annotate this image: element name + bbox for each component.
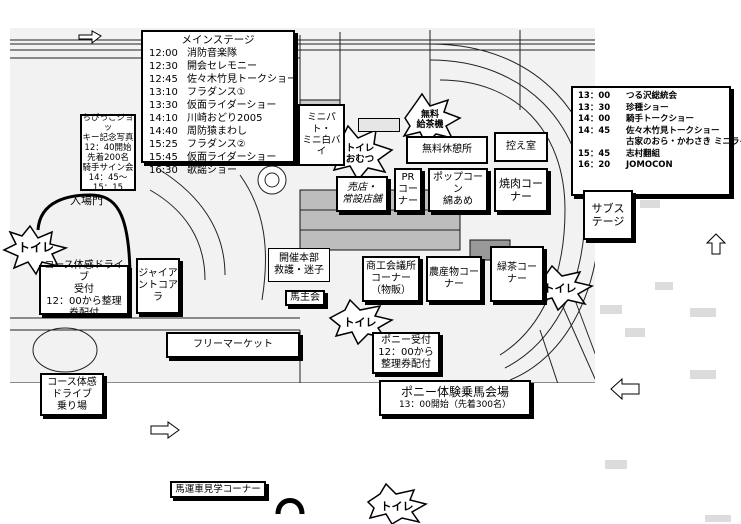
sub-stage-row: 16：20 JOMOCON — [578, 160, 724, 172]
sub-stage-time: 13：00 — [578, 91, 611, 101]
sub-stage-row: 14：00 騎手トークショー — [578, 114, 724, 126]
free-tea-label: 無料 給茶機 — [416, 110, 444, 130]
main-stage-time: 14:10 — [149, 113, 178, 124]
flea-market-box: フリーマーケット — [166, 332, 300, 358]
main-stage-row: 13:30 仮面ライダーショー — [149, 99, 287, 112]
toilet-label-right: トイレ — [543, 282, 577, 295]
pony-venue-box: ポニー体験乗馬会場 13：00開始（先着300名） — [379, 380, 531, 416]
main-stage-time: 15:25 — [149, 139, 178, 150]
arrow-up-icon — [706, 233, 726, 255]
course-drive-reception: コース体感ドライブ 受付 12：00から整理 券配付 — [39, 260, 129, 319]
toilet-omutsu-label: トイレ おむつ — [345, 143, 375, 165]
sub-stage-row: 古家のおら・かわさき ミニライブ — [578, 137, 741, 149]
toilet-label-bottom: トイレ — [380, 500, 414, 513]
free-rest-box: 無料休憩所 — [406, 136, 488, 164]
main-stage-row: 16:30 歌謡ショー — [149, 164, 287, 177]
main-stage-label: 周防猿まわし — [187, 126, 247, 137]
arch-icon — [275, 498, 305, 515]
main-stage-label: フラダンス② — [187, 139, 246, 150]
sub-stage-label: 志村翻組 — [626, 148, 661, 159]
sub-stage-label: JOMOCON — [626, 160, 673, 170]
main-stage-label: 川崎おどり2005 — [187, 113, 263, 124]
sub-stage-label: 珍種ショー — [626, 102, 669, 113]
pony-reception-box: ポニー受付 12：00から 整理券配付 — [372, 332, 440, 374]
main-stage-row: 12:45 佐々木竹見トークショー — [149, 73, 297, 86]
main-stage-time: 15:45 — [149, 152, 178, 163]
entrance-gate-arch — [36, 193, 132, 300]
arrow-right-icon — [150, 421, 180, 439]
main-stage-row: 12:30 開会セレモニー — [149, 60, 287, 73]
main-stage-row: 13:10 フラダンス① — [149, 86, 287, 99]
course-drive-ride-box: コース体感 ドライブ 乗り場 — [40, 373, 104, 416]
sub-stage-time: 16：20 — [578, 160, 611, 170]
sub-stage-time: 15：45 — [578, 148, 611, 159]
main-stage-time: 12:30 — [149, 61, 178, 72]
carriage-tour-box: 馬運車見学コーナー — [170, 481, 266, 498]
sub-stage-time: 14：00 — [578, 114, 611, 124]
shop-box: 売店・ 常設店舗 — [336, 176, 388, 212]
pony-venue-title: ポニー体験乗馬会場 — [400, 385, 509, 400]
main-stage-time: 14:40 — [149, 126, 178, 137]
popcorn-box: ポップコーン 綿あめ — [428, 168, 488, 212]
main-stage-schedule: メインステージ 12:00 消防音楽隊 12:30 開会セレモニー 12:45 佐々木竹見… — [141, 30, 297, 176]
main-stage-label: フラダンス① — [187, 87, 246, 98]
green-tea-box: 緑茶コー ナー — [490, 246, 544, 302]
main-stage-title: メインステージ — [181, 34, 255, 46]
chibikko-jockey-box: ちびっこジョッ キー記念写真 12：40開始 先着200名 騎手サイン会 14：… — [80, 113, 136, 193]
toilet-label-left: トイレ — [17, 240, 55, 255]
sub-stage-row: 13：30 珍種ショー — [578, 103, 724, 115]
toilet-label-center: トイレ — [343, 316, 377, 329]
main-stage-time: 16:30 — [149, 165, 178, 176]
pony-venue-sub: 13：00開始（先着300名） — [398, 399, 512, 410]
hq-box: 開催本部 救護・迷子 — [268, 248, 330, 282]
sub-stage-label: つる沢総統会 — [626, 91, 678, 101]
sub-stage-schedule: 13：00 つる沢総統会 13：30 珍種ショー 14：00 騎手トークショー 14：45 佐… — [571, 86, 741, 196]
sub-stage-time: 13：30 — [578, 102, 611, 113]
main-stage-label: 開会セレモニー — [187, 61, 257, 72]
free-tea-burst — [402, 92, 462, 146]
main-stage-time: 12:00 — [149, 48, 178, 59]
arrow-left-icon — [610, 378, 640, 400]
main-stage-row: 14:10 川崎おどり2005 — [149, 112, 287, 125]
nosanbutsu-box: 農産物コー ナー — [426, 256, 482, 302]
baba-kai-box: 馬主会 — [285, 290, 325, 306]
main-stage-row: 15:45 仮面ライダーショー — [149, 151, 287, 164]
sub-stage-label: 騎手トークショー — [626, 114, 695, 124]
entrance-gate-label: 入場門 — [70, 194, 103, 207]
sub-stage-label: 古家のおら・かわさき ミニライブ — [626, 137, 741, 147]
giant-tokoara-box: ジャイア ントコアラ — [136, 258, 180, 314]
building-strip-label — [358, 118, 400, 132]
sub-stage-row: 13：00 つる沢総統会 — [578, 91, 724, 103]
sub-stage-row: 15：45 志村翻組 — [578, 149, 724, 161]
waiting-room-box: 控え室 — [494, 132, 548, 162]
pr-corner-box: PR コー ナー — [394, 168, 422, 212]
arrow-up-right-icon — [78, 30, 102, 44]
main-stage-label: 仮面ライダーショー — [187, 152, 277, 163]
main-stage-label: 佐々木竹見トークショー — [187, 74, 297, 85]
toilet-burst-bottom — [366, 482, 428, 524]
main-stage-label: 歌謡ショー — [187, 165, 237, 176]
minipato-box: ミニパト・ ミニ白バ イ — [298, 104, 345, 166]
shoko-box: 商工会議所 コーナー （物販） — [362, 256, 420, 302]
yakiniku-box: 焼肉コー ナー — [494, 168, 548, 212]
main-stage-label: 仮面ライダーショー — [187, 100, 277, 111]
main-stage-time: 12:45 — [149, 74, 178, 85]
sub-stage-row: 14：45 佐々木竹見トークショー — [578, 126, 724, 138]
main-stage-row: 12:00 消防音楽隊 — [149, 47, 287, 60]
toilet-omutsu-burst — [328, 124, 394, 182]
sub-stage-label: 佐々木竹見トークショー — [626, 125, 720, 136]
sub-stage-rows: 13：00 つる沢総統会 13：30 珍種ショー 14：00 騎手トークショー 14：45 佐… — [578, 91, 741, 172]
main-stage-time: 13:30 — [149, 100, 178, 111]
main-stage-row: 14:40 周防猿まわし — [149, 125, 287, 138]
sub-stage-time: 14：45 — [578, 125, 611, 136]
main-stage-row: 15:25 フラダンス② — [149, 138, 287, 151]
sub-stage-box: サブス テージ — [583, 190, 633, 240]
main-stage-label: 消防音楽隊 — [187, 48, 237, 59]
main-stage-time: 13:10 — [149, 87, 178, 98]
